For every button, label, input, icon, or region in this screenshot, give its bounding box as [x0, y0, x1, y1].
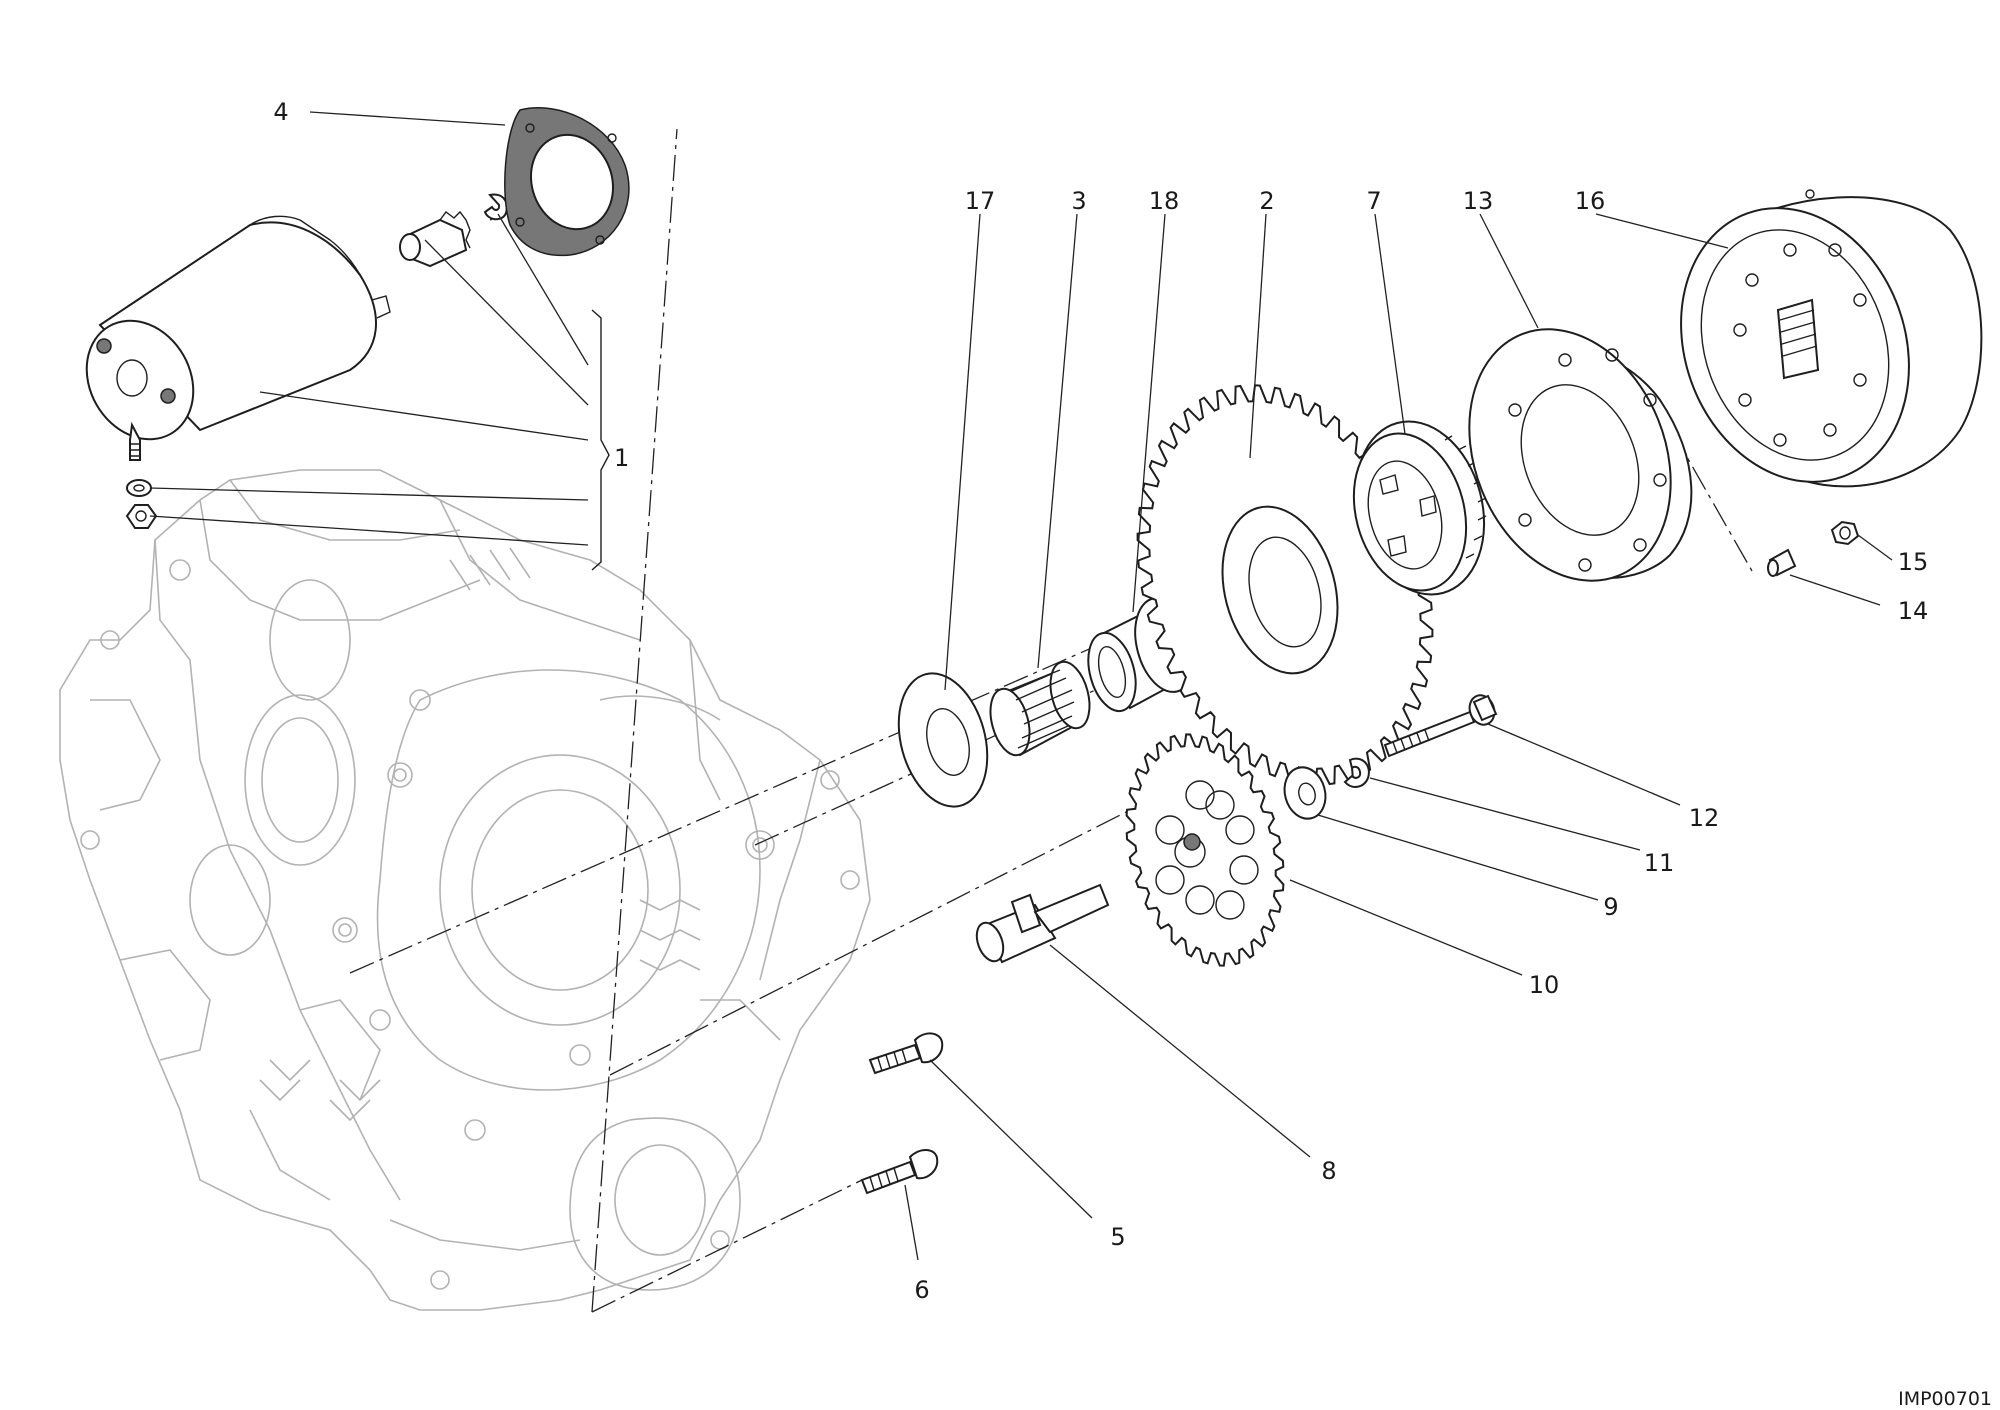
flywheel-nut: [1830, 520, 1860, 546]
callout-12: 12: [1689, 804, 1720, 832]
callout-14: 14: [1898, 597, 1929, 625]
callout-4: 4: [273, 98, 288, 126]
washer-starter: [126, 479, 152, 497]
callout-18: 18: [1149, 187, 1180, 215]
callout-16: 16: [1575, 187, 1606, 215]
drawing-code: IMP00701: [1898, 1388, 1992, 1410]
callout-15: 15: [1898, 548, 1929, 576]
gear-shaft: [975, 883, 1110, 964]
circlip-starter: [483, 193, 508, 221]
callout-13: 13: [1463, 187, 1494, 215]
flywheel: [1680, 189, 1983, 488]
callout-11: 11: [1644, 849, 1675, 877]
circlip: [1343, 757, 1370, 788]
callout-17: 17: [965, 187, 996, 215]
callout-9: 9: [1603, 893, 1618, 921]
leader-lines: [149, 111, 1893, 1261]
callout-7: 7: [1366, 187, 1381, 215]
callout-5: 5: [1110, 1223, 1125, 1251]
long-screw: [1383, 694, 1498, 758]
callout-labels: 4 1 17 3 18 2 7 13 16 15 14 12 11 9 10 8…: [273, 98, 1992, 1410]
freewheel-ring: [1468, 328, 1693, 582]
screw-5: [868, 1032, 944, 1075]
intermediate-gear: [1125, 733, 1285, 967]
starter-gasket: [504, 107, 630, 257]
dowel-pin: [1767, 548, 1797, 577]
callout-3: 3: [1071, 187, 1086, 215]
callout-8: 8: [1321, 1157, 1336, 1185]
screw-6: [860, 1149, 939, 1195]
starter-motor: [85, 215, 391, 461]
thrust-washer: [897, 672, 989, 808]
freewheel: [1352, 420, 1487, 596]
callout-2: 2: [1259, 187, 1274, 215]
callout-6: 6: [914, 1276, 929, 1304]
needle-bearing: [989, 660, 1091, 757]
assembly-bracket: [591, 309, 610, 571]
callout-1: 1: [614, 444, 629, 472]
crankcase-half: [59, 469, 871, 1311]
pinion-gear: [399, 210, 471, 268]
small-washer: [1283, 766, 1327, 820]
callout-10: 10: [1529, 971, 1560, 999]
